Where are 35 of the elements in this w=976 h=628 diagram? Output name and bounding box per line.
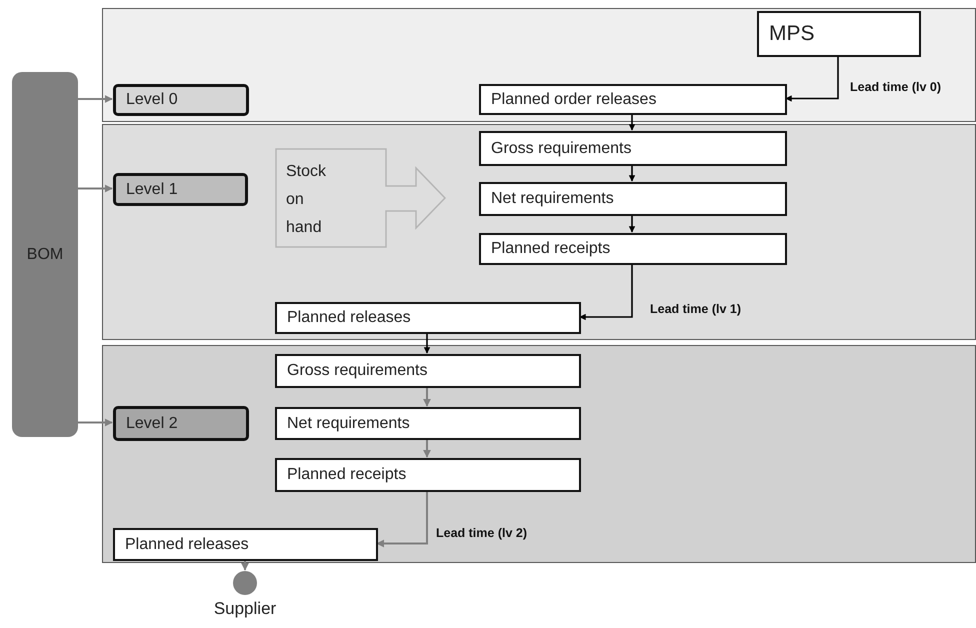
arrow (424, 333, 430, 354)
process-box: Planned releases (275, 302, 581, 334)
edge-label: Lead time (lv 0) (848, 80, 943, 94)
arrow (628, 114, 636, 131)
process-box: Planned order releases (479, 84, 787, 115)
arrow (241, 560, 249, 571)
level-box: Level 0 (113, 84, 249, 116)
arrow (78, 95, 113, 103)
arrow (423, 439, 431, 458)
level-box: Level 2 (113, 406, 249, 441)
process-box: Gross requirements (275, 354, 581, 388)
process-box: Planned receipts (479, 233, 787, 265)
arrow (376, 491, 428, 548)
level-band (102, 345, 976, 563)
bom-bar: BOM (12, 72, 78, 437)
process-box: Planned receipts (275, 458, 581, 492)
edge-label: Lead time (lv 1) (648, 302, 743, 316)
edge-label: Lead time (lv 2) (434, 526, 529, 540)
process-box: Net requirements (479, 182, 787, 216)
process-box: MPS (757, 11, 921, 57)
level-band (102, 8, 976, 122)
arrow (423, 387, 431, 407)
process-box: Gross requirements (479, 131, 787, 166)
level-band (102, 124, 976, 340)
arrow (785, 56, 839, 102)
arrow (78, 418, 113, 426)
arrow (628, 215, 636, 233)
node-label: Supplier (212, 599, 278, 619)
arrow (628, 165, 636, 182)
process-box: Planned releases (113, 528, 378, 561)
level-box: Level 1 (113, 173, 248, 206)
arrow (78, 184, 113, 192)
process-box: Net requirements (275, 407, 581, 440)
node-label: Stock on hand (286, 162, 328, 238)
arrow (579, 264, 633, 320)
